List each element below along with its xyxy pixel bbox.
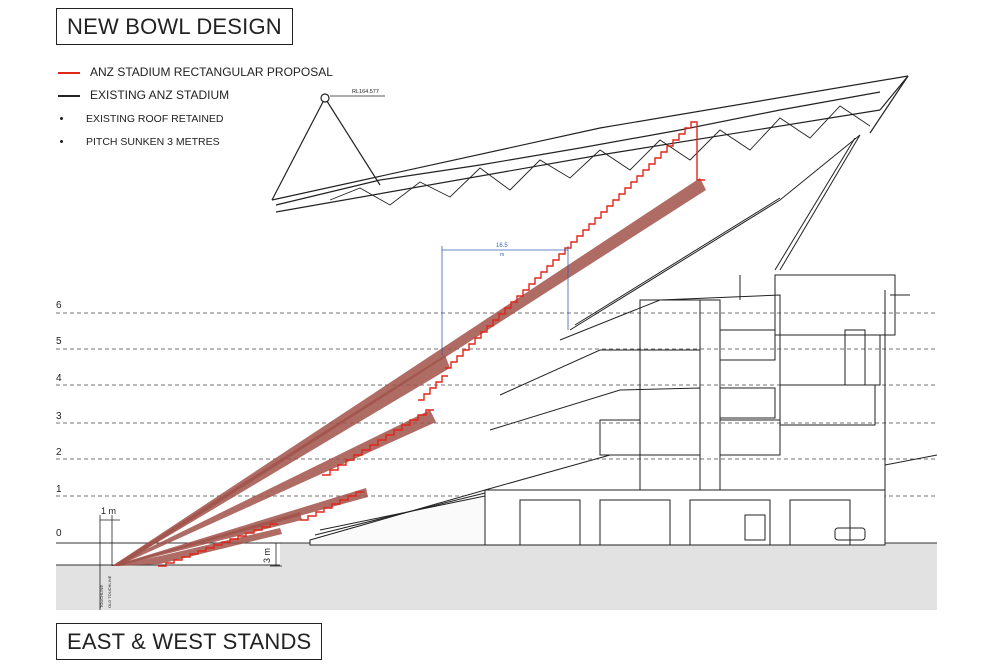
proposal-tiers [112,178,706,566]
level-label-2: 2 [56,447,62,458]
ground-section [56,565,937,610]
existing-roof-truss [271,75,909,213]
level-label-0: 0 [56,528,62,539]
existing-structure [309,134,938,546]
span-dimension-value: 16.5 [496,243,508,249]
level-label-4: 4 [56,373,62,384]
legend-label-proposal: ANZ STADIUM RECTANGULAR PROPOSAL [90,65,333,79]
legend-label-pitch: PITCH SUNKEN 3 METRES [86,136,220,148]
span-dimension [441,246,569,355]
legend-bullet-pitch [60,140,63,143]
old-touchline-label: OLD TOUCHLINE [107,575,112,608]
touchline-dimensions [99,515,282,610]
proposal-tier-lower-inner [112,512,302,566]
legend-swatch-proposal [58,72,80,74]
title-east-west-stands: EAST & WEST STANDS [56,623,323,660]
proposal-seating-steps [158,121,705,567]
legend-bullet-roof [60,117,63,120]
level-label-5: 5 [56,336,62,347]
level-label-3: 3 [56,411,62,422]
proposal-tier-middle [112,410,436,566]
level-lines [56,312,937,497]
ground-raised [280,543,937,565]
legend-label-existing: EXISTING ANZ STADIUM [90,88,230,102]
touchline-label: TOUCHLINE [99,585,104,608]
title-new-bowl-design: NEW BOWL DESIGN [56,8,293,45]
level-label-1: 1 [56,484,62,495]
legend-label-roof: EXISTING ROOF RETAINED [86,113,224,125]
one-metre-label: 1 m [101,506,116,516]
proposal-tier-upper [112,178,706,566]
legend-swatch-existing [58,95,80,97]
proposal-tier-bottom [112,528,282,566]
level-labels: 6 5 4 3 2 1 0 [56,300,62,539]
proposal-tier-upper-inner [112,355,450,566]
roof-pivot-node [320,93,330,103]
roof-rl-label: RL164.577 [352,89,379,95]
proposal-tier-lower [112,488,368,566]
level-label-6: 6 [56,300,62,311]
span-dimension-unit: m [500,252,504,258]
three-metre-label: 3 m [262,548,272,563]
